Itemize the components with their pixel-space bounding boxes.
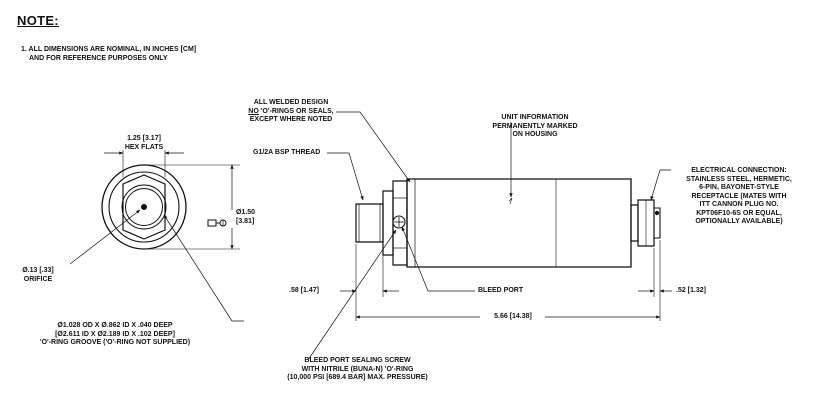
groove-line-2: [Ø2.611 ID X Ø2.189 ID X .102 DEEP] [55, 330, 175, 338]
hex-outline [123, 175, 165, 239]
note-item-1-line-2: AND FOR REFERENCE PURPOSES ONLY [29, 55, 168, 62]
electrical-connector [631, 205, 638, 241]
diameter-value-metric: [3.81] [236, 217, 255, 225]
end-view [70, 150, 244, 321]
welded-line-1: ALL WELDED DESIGN [253, 99, 329, 106]
screw-line-3: (10,000 PSI [689.4 BAR] MAX. PRESSURE) [287, 374, 428, 381]
electrical-line-6: KPT06F10-6S OR EQUAL, [696, 209, 782, 217]
electrical-line-5: ITT CANNON PLUG NO. [699, 201, 779, 208]
diameter-label: Ø1.50 [3.81] [236, 209, 255, 226]
bleed-screw-end-view [208, 220, 226, 226]
diameter-value: Ø1.50 [236, 209, 256, 216]
side-view [308, 112, 672, 360]
electrical-line-3: 6-PIN, BAYONET-STYLE [699, 184, 779, 191]
electrical-line-1: ELECTRICAL CONNECTION: [691, 167, 787, 174]
end-outer-circle [102, 165, 186, 249]
welded-line-2-rest: 'O'-RINGS OR SEALS, [258, 107, 334, 115]
groove-line-3: 'O'-RING GROOVE ('O'-RING NOT SUPPLIED) [39, 339, 191, 346]
bleed-port-label: BLEED PORT [478, 287, 524, 294]
end-groove-circle [122, 185, 166, 229]
welded-line-2: NO 'O'-RINGS OR SEALS, [246, 108, 336, 117]
welded-line-3: EXCEPT WHERE NOTED [249, 116, 333, 123]
electrical-line-7: OPTIONALLY AVAILABLE) [695, 218, 783, 225]
thread-label: G1/2A BSP THREAD [253, 149, 321, 156]
orifice-circle [142, 205, 147, 210]
screw-line-2: WITH NITRILE (BUNA-N) 'O'-RING [301, 365, 414, 373]
electrical-connection-label: ELECTRICAL CONNECTION: STAINLESS STEEL, … [668, 167, 810, 227]
orifice-label: Ø.13 [.33] ORIFICE [13, 267, 63, 284]
orifice-text: ORIFICE [23, 275, 53, 283]
welded-no: NO [248, 107, 259, 115]
screw-line-1: BLEED PORT SEALING SCREW [304, 357, 411, 364]
bleed-screw-label: BLEED PORT SEALING SCREW WITH NITRILE (B… [265, 357, 450, 383]
hex-flats-value: 1.25 [3.17] [127, 135, 161, 142]
hex-flats-text: HEX FLATS [124, 143, 164, 151]
unit-info-label: UNIT INFORMATION PERMANENTLY MARKED ON H… [480, 114, 590, 140]
orifice-value: Ø.13 [.33] [22, 267, 54, 274]
electrical-line-4: RECEPTACLE (MATES WITH [691, 192, 787, 200]
thread-length-dimension: .58 [1.47] [289, 287, 319, 294]
bleed-port-side-view [393, 216, 405, 228]
note-item-1-line-1: 1. ALL DIMENSIONS ARE NOMINAL, IN INCHES… [21, 46, 197, 53]
thread-fitting [356, 204, 383, 242]
welded-design-label: ALL WELDED DESIGN NO 'O'-RINGS OR SEALS,… [246, 99, 336, 125]
electrical-line-2: STAINLESS STEEL, HERMETIC, [686, 175, 792, 183]
unit-info-line-1: UNIT INFORMATION [501, 114, 569, 121]
connector-length-dimension: .52 [1.32] [676, 287, 706, 294]
unit-info-line-2: PERMANENTLY MARKED [492, 122, 578, 130]
oring-groove-label: Ø1.028 OD X Ø.862 ID X .040 DEEP [Ø2.611… [20, 322, 210, 348]
main-housing [407, 179, 631, 267]
hex-flats-label: 1.25 [3.17] HEX FLATS [104, 135, 184, 152]
overall-length-dimension: 5.66 [14.38] [494, 313, 532, 320]
groove-line-1: Ø1.028 OD X Ø.862 ID X .040 DEEP [57, 322, 173, 329]
note-title: NOTE: [17, 13, 59, 28]
hex-section [383, 191, 393, 255]
unit-info-line-3: ON HOUSING [512, 131, 558, 138]
